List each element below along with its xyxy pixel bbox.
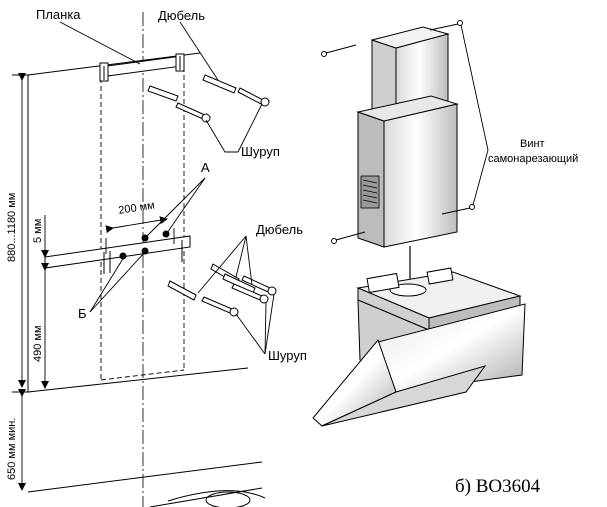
top-screws xyxy=(175,87,270,123)
dim-width-200: 200 мм xyxy=(118,199,156,217)
label-planka: Планка xyxy=(36,7,81,22)
label-shurup-bottom: Шуруп xyxy=(268,348,307,363)
label-point-b: Б xyxy=(78,306,87,321)
dim-min-650: 650 мм мин. xyxy=(6,418,18,480)
label-vint-line2: самонарезающий xyxy=(488,153,578,165)
hood-body xyxy=(312,267,526,427)
mounting-bracket xyxy=(99,53,185,82)
dim-offset-490: 490 мм xyxy=(32,325,44,362)
mid-dowels xyxy=(167,263,256,301)
dimension-lines xyxy=(12,73,175,491)
top-dowels xyxy=(147,74,237,102)
label-dyubel-mid: Дюбель xyxy=(256,222,303,237)
dim-height-range: 880...1180 мм xyxy=(6,193,18,262)
label-point-a: А xyxy=(201,160,210,175)
dim-offset-5: 5 мм xyxy=(32,219,44,243)
chimney-outline xyxy=(100,59,185,381)
leader-lines xyxy=(59,21,275,355)
text-labels: Планка Дюбель Шуруп А Б Дюбель Шуруп Вин… xyxy=(6,7,578,497)
hood-chimney xyxy=(356,26,459,248)
wall-plane xyxy=(27,52,263,507)
label-vint-line1: Винт xyxy=(520,138,545,150)
hob xyxy=(167,490,266,507)
label-dyubel-top: Дюбель xyxy=(158,8,205,23)
vent-grille xyxy=(360,175,380,209)
chimney-screws xyxy=(321,20,475,244)
figure-caption: б) BO3604 xyxy=(455,476,541,497)
vint-leaders xyxy=(460,24,489,206)
mid-screws xyxy=(201,275,277,317)
label-shurup-top: Шуруп xyxy=(241,144,280,159)
